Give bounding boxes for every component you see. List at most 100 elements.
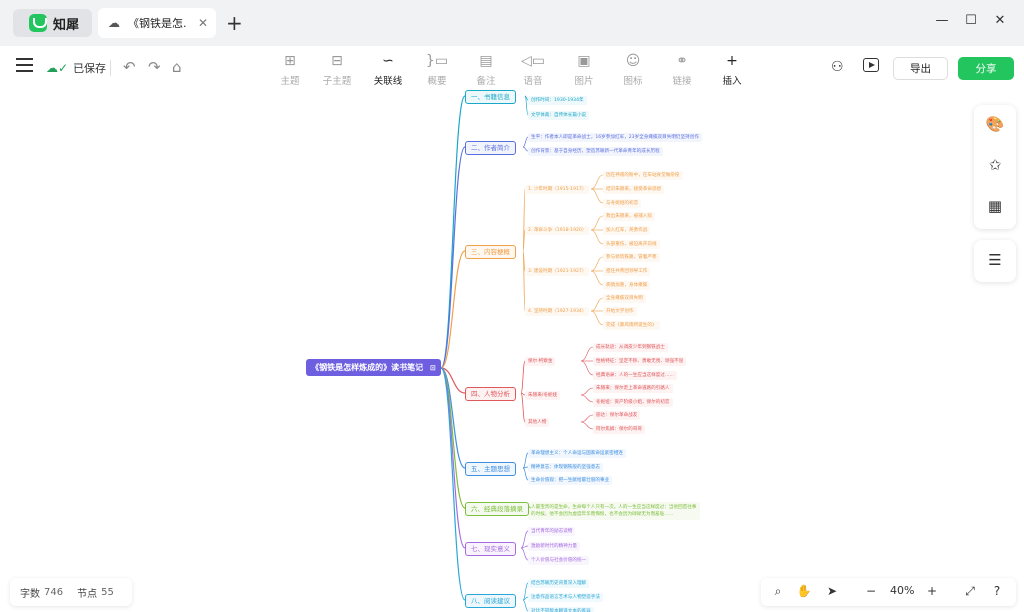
- connector-line: [580, 387, 594, 396]
- leaf-node[interactable]: 对比不同版本翻译文本的差异: [528, 607, 594, 612]
- branch-node[interactable]: 二、作者简介: [465, 141, 516, 155]
- outline-list-icon[interactable]: ☰: [988, 251, 1002, 269]
- branch-node[interactable]: 五、主题思想: [465, 462, 516, 476]
- presentation-play-icon[interactable]: [863, 58, 879, 72]
- leaf-node[interactable]: 创作时间：1930-1934年: [528, 96, 587, 105]
- app-home-tab[interactable]: 知犀: [13, 9, 92, 37]
- close-tab-icon[interactable]: ✕: [198, 16, 209, 30]
- window-close-button[interactable]: ✕: [994, 13, 1006, 28]
- leaf-node[interactable]: 注意作品语言艺术与人物塑造手法: [528, 593, 603, 602]
- mindmap-root-node[interactable]: 《钢铁是怎样炼成的》读书笔记 ⊡: [306, 359, 441, 376]
- tool-9[interactable]: +插入: [712, 52, 752, 87]
- leaf-node[interactable]: 生命价值观：把一生献给最壮丽的事业: [528, 476, 613, 485]
- share-button[interactable]: 分享: [958, 57, 1014, 80]
- branch-node[interactable]: 三、内容梗概: [465, 245, 516, 259]
- redo-icon[interactable]: ↷: [148, 58, 161, 76]
- leaf-node[interactable]: 成长轨迹：从调皮少年到钢铁战士: [593, 343, 668, 352]
- leaf-node[interactable]: 结识朱赫来，接受革命思想: [603, 185, 665, 194]
- tool-label: 备注: [476, 76, 496, 87]
- connector-line: [440, 146, 466, 369]
- tool-3[interactable]: }▭概要: [417, 52, 457, 87]
- hand-pan-icon[interactable]: ✋: [796, 584, 812, 598]
- sub-topic-node[interactable]: 保尔·柯察金: [525, 357, 556, 366]
- leaf-node[interactable]: 丽达：保尔革命战友: [593, 411, 641, 420]
- collaborators-icon[interactable]: ⚇: [831, 59, 844, 75]
- tool-icon: ▣: [577, 53, 591, 69]
- leaf-node[interactable]: 与冬妮娅的初恋: [603, 199, 642, 208]
- branch-node[interactable]: 七、现实意义: [465, 542, 516, 556]
- leaf-node[interactable]: 经典语录：人的一生应当这样度过……: [593, 371, 678, 380]
- tool-8[interactable]: ⚭链接: [662, 52, 702, 87]
- zoom-out-button[interactable]: −: [865, 584, 877, 598]
- title-bar: 知犀 ☁ 《钢铁是怎... ✕ + — ☐ ✕: [0, 0, 1024, 46]
- minimize-button[interactable]: —: [935, 13, 949, 28]
- fit-screen-icon[interactable]: ⤢: [965, 584, 975, 598]
- leaf-node[interactable]: 因在神甫的粉中，在车站食堂做杂役: [603, 171, 683, 180]
- leaf-node[interactable]: 生平：作者本人即是革命战士，16岁参加红军，23岁全身瘫痪双目失明仍坚持创作: [528, 133, 702, 142]
- sub-topic-node[interactable]: 3. 建设时期（1921-1927）: [525, 267, 590, 276]
- leaf-node[interactable]: 性格特征：坚定不移、勇敢无畏、顽强不屈: [593, 357, 687, 366]
- leaf-node[interactable]: 开始文学创作: [603, 307, 637, 316]
- connector-line: [580, 394, 594, 403]
- leaf-node[interactable]: 参与修筑铁路，冒着严寒: [603, 253, 660, 262]
- mindmap-canvas[interactable]: 《钢铁是怎样炼成的》读书笔记 ⊡ 一、书籍信息 创作时间：1930-1934年文学…: [0, 90, 1024, 612]
- leaf-node[interactable]: 创作背景：基于自身经历，塑造苏联新一代革命青年的成长历程: [528, 147, 663, 156]
- leaf-node[interactable]: 冬妮娅：资产阶级小姐，保尔的初恋: [593, 398, 673, 407]
- menu-icon[interactable]: [16, 58, 33, 72]
- leaf-node[interactable]: 加入红军，英勇作战: [603, 226, 651, 235]
- tool-7[interactable]: ☺图标: [613, 52, 653, 87]
- leaf-node[interactable]: 当代青年的励志读物: [528, 527, 576, 536]
- leaf-node[interactable]: 头部重伤，被迫离开前线: [603, 240, 660, 249]
- app-name: 知犀: [53, 17, 80, 33]
- new-tab-button[interactable]: +: [226, 11, 243, 35]
- layout-structure-icon[interactable]: ▦: [987, 197, 1003, 215]
- branch-node[interactable]: 一、书籍信息: [465, 90, 516, 104]
- tool-1[interactable]: ⊟子主题: [317, 52, 357, 87]
- leaf-node[interactable]: 结合苏联历史背景深入理解: [528, 579, 590, 588]
- tool-0[interactable]: ⊞主题: [270, 52, 310, 87]
- sub-topic-node[interactable]: 2. 革命斗争（1918-1920）: [525, 226, 590, 235]
- document-tab[interactable]: ☁ 《钢铁是怎... ✕: [98, 8, 216, 38]
- connector-line: [520, 392, 526, 423]
- leaf-node[interactable]: 革命理想主义：个人命运与国家命运紧密相连: [528, 449, 626, 458]
- sub-topic-node[interactable]: 朱赫来/冬妮娅: [525, 391, 561, 400]
- maximize-button[interactable]: ☐: [965, 13, 977, 28]
- leaf-node[interactable]: 救出朱赫来，被捕入狱: [603, 212, 655, 221]
- export-button[interactable]: 导出: [893, 57, 948, 80]
- leaf-node[interactable]: 担任共青团领导工作: [603, 267, 651, 276]
- pointer-select-icon[interactable]: ➤: [826, 584, 838, 598]
- branch-node[interactable]: 六、经典段落摘录: [465, 502, 529, 516]
- undo-icon[interactable]: ↶: [123, 58, 136, 76]
- branch-node[interactable]: 八、阅读建议: [465, 594, 516, 608]
- leaf-node[interactable]: 完成《暴风雨所诞生的》: [603, 321, 660, 330]
- tool-5[interactable]: ◁▭语音: [513, 52, 553, 87]
- sub-topic-node[interactable]: 其他人物: [525, 418, 550, 427]
- leaf-node[interactable]: 个人价值与社会价值的统一: [528, 556, 590, 565]
- leaf-node[interactable]: 文学体裁：自传体长篇小说: [528, 111, 590, 120]
- leaf-node[interactable]: 人最宝贵的是生命，生命每个人只有一次。人的一生应当这样度过：当他回首往事的时候，…: [528, 502, 700, 520]
- leaf-node[interactable]: 全身瘫痪双目失明: [603, 294, 646, 303]
- zoom-in-button[interactable]: +: [926, 584, 938, 598]
- tool-6[interactable]: ▣图片: [564, 52, 604, 87]
- search-icon[interactable]: ⌕: [774, 584, 782, 598]
- branch-node[interactable]: 四、人物分析: [465, 387, 516, 401]
- leaf-node[interactable]: 精神意志：体现钢铁般的坚强意志: [528, 463, 603, 472]
- help-icon[interactable]: ?: [993, 584, 1001, 598]
- document-stats: 字数 746 节点 55: [10, 578, 132, 606]
- format-painter-icon[interactable]: ⌂: [172, 58, 182, 76]
- connector-line: [580, 346, 594, 362]
- leaf-node[interactable]: 病情加重，身体瘫痪: [603, 281, 651, 290]
- connector-line: [590, 174, 604, 190]
- leaf-node[interactable]: 阿尔焦姆：保尔的哥哥: [593, 425, 645, 434]
- connector-line: [580, 360, 594, 376]
- sub-topic-node[interactable]: 4. 坚持时期（1927-1934）: [525, 307, 590, 316]
- sub-topic-node[interactable]: 1. 少年时期（1915-1917）: [525, 185, 590, 194]
- tool-4[interactable]: ▤备注: [466, 52, 506, 87]
- leaf-node[interactable]: 激励新时代的精神力量: [528, 542, 580, 551]
- tool-label: 关联线: [373, 76, 403, 87]
- style-star-icon[interactable]: ✩: [988, 156, 1002, 174]
- connector-line: [522, 250, 526, 312]
- theme-palette-icon[interactable]: 🎨: [985, 115, 1005, 133]
- leaf-node[interactable]: 朱赫来：保尔走上革命道路的引路人: [593, 384, 673, 393]
- tool-2[interactable]: ∽关联线: [368, 52, 408, 87]
